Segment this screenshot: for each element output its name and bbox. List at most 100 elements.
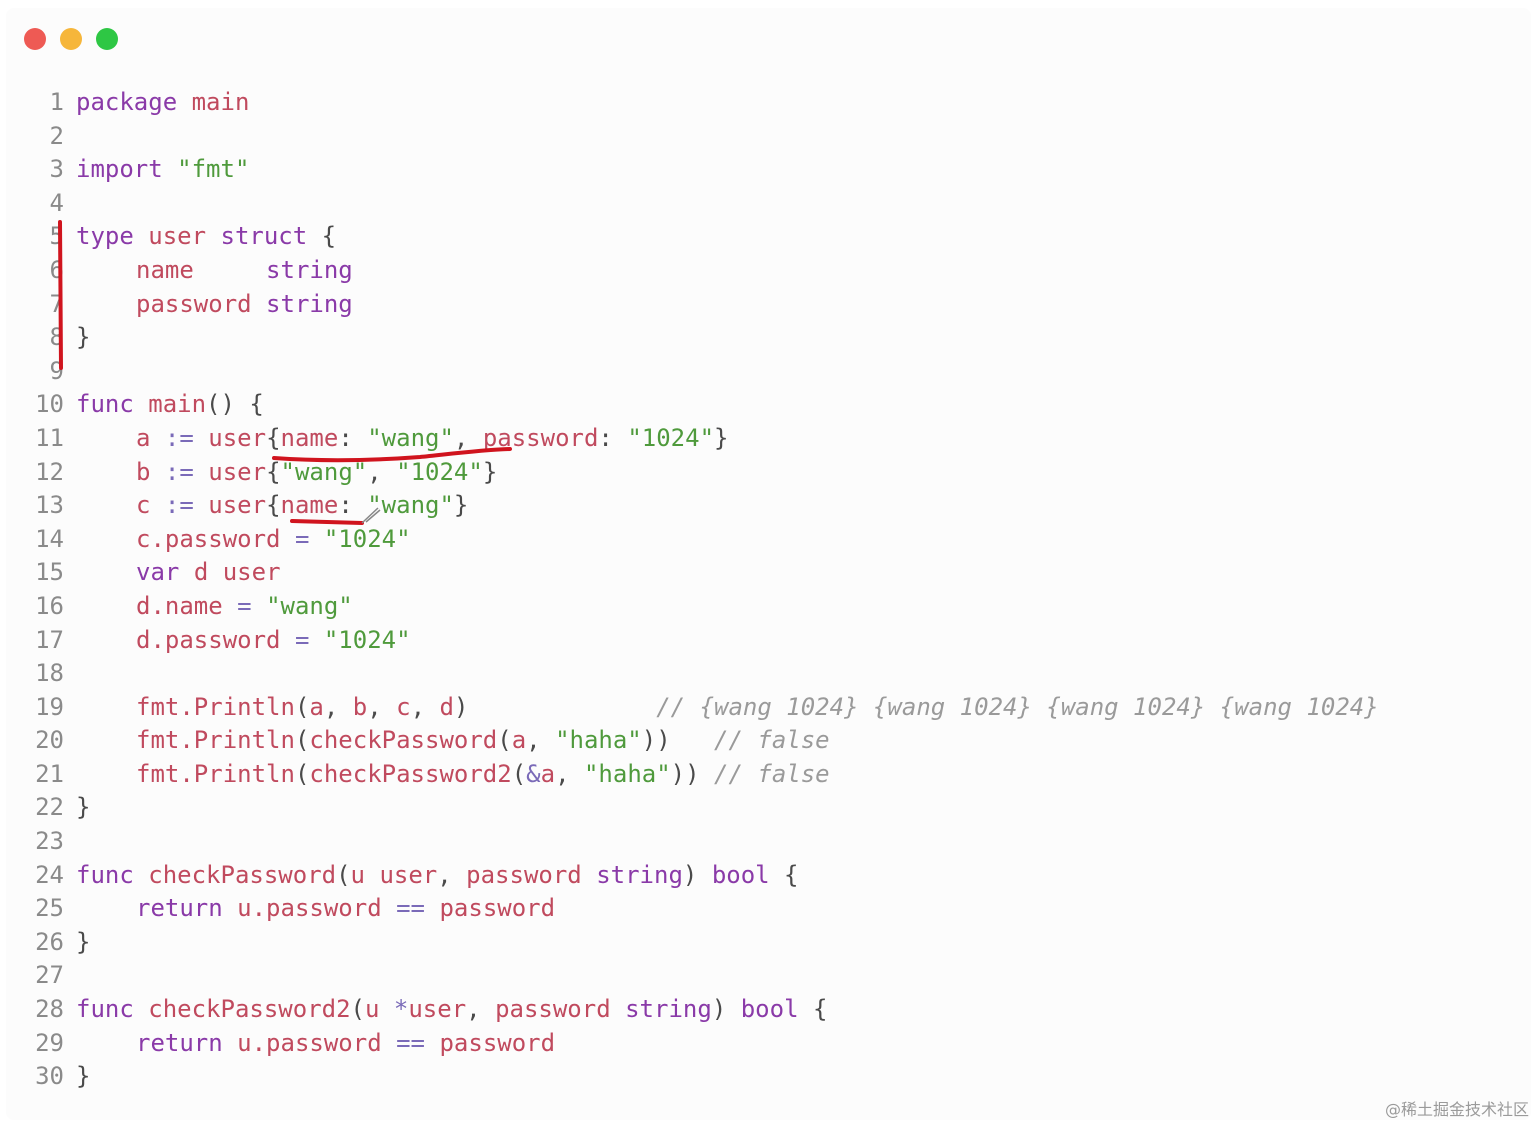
line-number: 24 [35,860,64,889]
code-token: user [408,995,467,1024]
line-number: 11 [35,423,64,452]
code-token: checkPassword2 [309,759,512,788]
code-token: user [208,457,267,486]
code-token: // {wang 1024} {wang 1024} {wang 1024} {… [656,692,1379,721]
code-token: := [164,491,194,520]
code-token: password [466,860,582,889]
line-number: 25 [35,894,64,923]
code-line: 30} [0,1060,1379,1094]
code-token: "wang" [280,457,368,486]
code-token: : [598,423,628,452]
code-token: // false [714,726,830,755]
code-token: == [396,894,426,923]
code-token: fmt.Println [136,759,295,788]
code-token [194,458,208,486]
maximize-button[interactable] [96,28,118,50]
code-text: } [76,1060,90,1094]
code-token: ( [350,995,365,1024]
code-token: "wang" [266,591,353,620]
code-token: checkPassword2 [148,995,351,1024]
line-number: 10 [35,390,64,419]
line-number: 13 [35,491,64,520]
code-token: return [136,1028,223,1057]
code-token: { [266,491,281,520]
code-token: name [280,423,339,452]
code-token: bool [711,860,770,889]
code-text: } [76,791,90,825]
code-token: d [193,558,209,587]
code-token: : [338,491,368,520]
line-number: 4 [49,188,64,217]
code-token: b [352,692,368,721]
line-number: 16 [35,591,64,620]
line-number: 15 [35,558,64,587]
code-line: 24 func checkPassword(u user, password st… [0,859,1379,893]
close-button[interactable] [24,28,46,50]
code-token: package [76,88,178,116]
code-token [582,861,596,889]
code-token: u [350,860,365,889]
code-token: )) [670,759,700,788]
code-token: ( [294,759,310,788]
code-token: a [309,692,324,721]
code-token [309,626,323,654]
code-token: return [136,894,223,923]
code-token [179,558,193,586]
code-token: checkPassword [148,860,337,889]
code-token: , [466,995,496,1024]
code-text: import "fmt" [76,153,249,187]
code-text: fmt.Println(a, b, c, d) // {wang 1024} {… [76,691,1379,725]
code-token: "wang" [367,491,454,520]
code-line: 9 [0,355,1379,389]
code-token: } [482,457,498,486]
code-token [194,256,266,284]
code-token: "haha" [555,726,642,755]
code-token: & [526,759,541,788]
code-text: func checkPassword(u user, password stri… [76,859,799,893]
code-line: 27 [0,959,1379,993]
code-token [163,155,177,183]
code-text: name string [76,254,353,288]
code-token [700,760,714,788]
code-window [6,8,1531,1120]
line-number: 26 [35,927,64,956]
line-number: 20 [35,726,64,755]
code-token: func [76,390,134,419]
code-text: fmt.Println(checkPassword2(&a, "haha")) … [76,758,830,792]
code-token: } [76,323,91,352]
code-token: : [338,423,368,452]
code-token: } [714,423,729,452]
code-text: c.password = "1024" [76,523,411,557]
code-text: var d user [76,556,281,590]
code-token: d.name [136,591,223,620]
line-number: 7 [49,289,64,318]
code-token: fmt.Println [136,726,295,755]
line-number: 8 [49,323,64,352]
code-token [134,390,148,418]
code-token: { [266,423,281,452]
code-token: ) [682,860,712,889]
code-token: } [76,1062,91,1091]
code-token: , [526,726,556,755]
code-token: string [266,255,353,284]
code-token: ) [453,692,469,721]
code-token: "1024" [396,457,483,486]
code-token: ( [336,860,351,889]
code-token [134,861,148,889]
code-token: a [540,759,556,788]
line-number: 30 [35,1062,64,1091]
code-token: = [294,524,310,553]
code-token: "haha" [583,759,671,788]
code-text: password string [76,288,353,322]
code-token [468,693,656,721]
line-number: 6 [49,255,64,284]
code-token: user [208,491,267,520]
line-number: 1 [49,88,64,116]
minimize-button[interactable] [60,28,82,50]
code-line: 2 [0,120,1379,154]
